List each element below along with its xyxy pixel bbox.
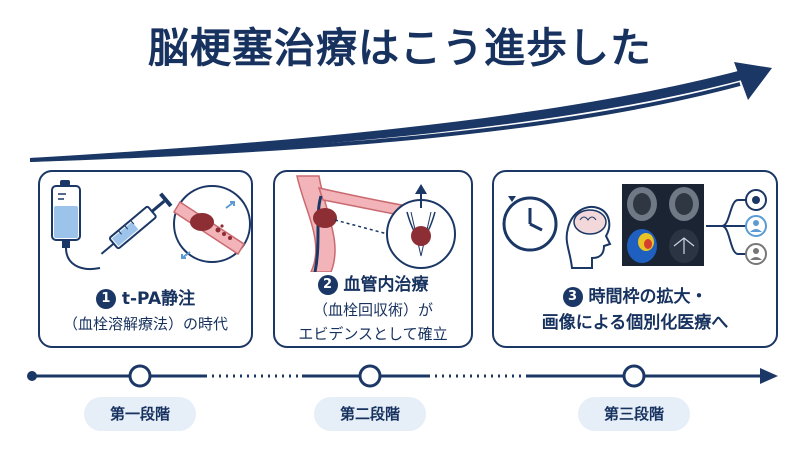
personalized-medicine-illustration [502, 184, 767, 269]
catheter-icon [296, 175, 408, 272]
card-2-subtitle-line1: （血栓回収術）が [312, 301, 433, 319]
step-number-badge: 1 [95, 289, 116, 309]
brain-head-icon [565, 206, 612, 269]
step-number-badge: 3 [562, 287, 583, 307]
card-1-subtitle: （血栓溶解療法）の時代 [62, 315, 228, 333]
thrombectomy-illustration [296, 175, 456, 272]
page-title: 脳梗塞治療はこう進歩した [148, 24, 652, 72]
thrombolysis-illustration [51, 180, 251, 270]
patient-icon [745, 189, 767, 265]
card-2-subtitle-line2: エビデンスとして確立 [298, 325, 448, 343]
timeline [27, 364, 778, 388]
card-3-subtitle: 画像による個別化医療へ [541, 313, 729, 333]
timeline-node-1 [128, 364, 152, 388]
syringe-icon [100, 192, 173, 255]
branch-lines [706, 199, 746, 255]
retrieval-stent-icon [386, 184, 456, 269]
timeline-arrowhead-icon [760, 368, 778, 384]
timeline-node-3 [622, 364, 646, 388]
timeline-node-2 [358, 364, 382, 388]
step-number-badge: 2 [317, 275, 338, 295]
iv-bag-icon [51, 180, 101, 270]
progress-arrow-icon [29, 62, 772, 162]
blood-vessel-clot-icon [172, 185, 251, 263]
stage-label-3: 第三段階 [578, 397, 690, 431]
stage-label-1: 第一段階 [84, 397, 196, 431]
brain-ct-scans-icon [622, 184, 704, 266]
stage-label-2: 第二段階 [314, 397, 426, 431]
clock-icon [502, 196, 558, 252]
